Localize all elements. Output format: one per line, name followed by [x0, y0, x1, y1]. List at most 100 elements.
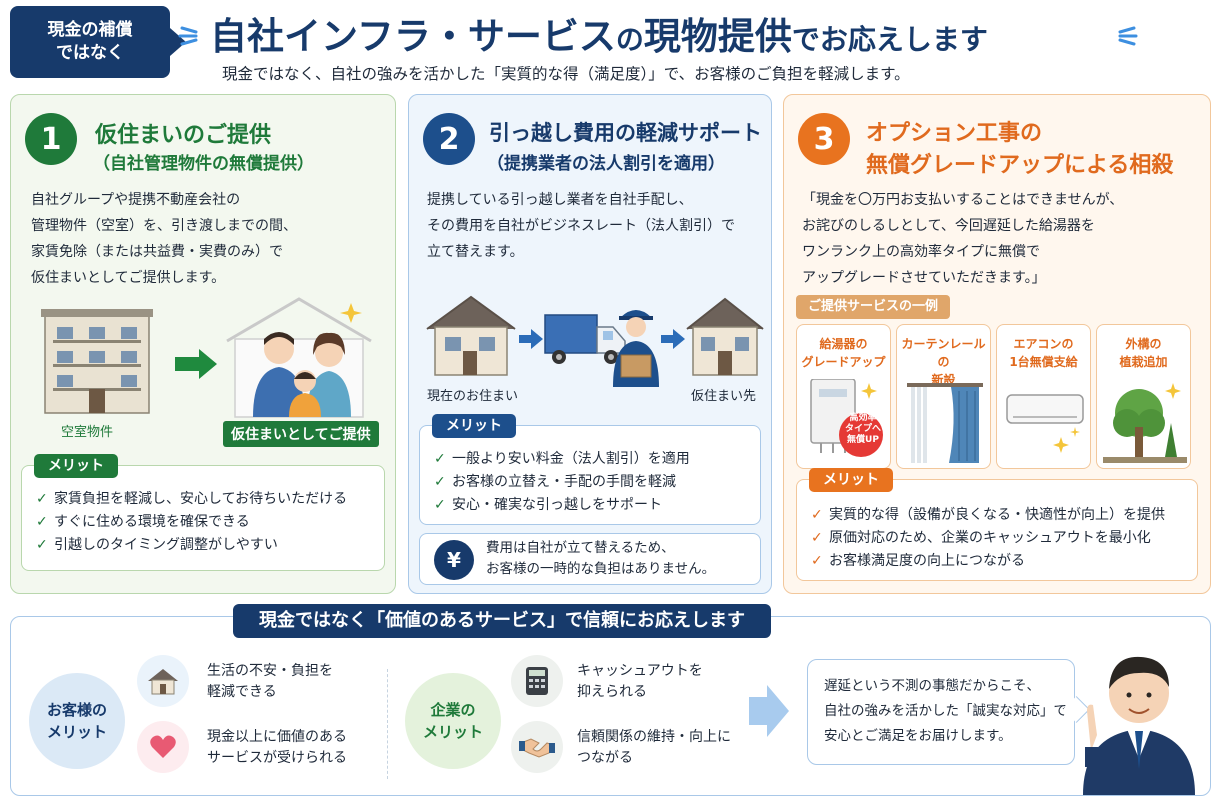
- service-examples-label: ご提供サービスの一例: [796, 295, 951, 319]
- section-subtitle: （自社管理物件の無償提供）: [93, 154, 314, 174]
- service-line2: グレードアップ: [801, 355, 886, 369]
- body-line: 自社グループや提携不動産会社の: [31, 192, 241, 208]
- mover-worker-icon: [613, 310, 659, 387]
- title-part-b: の: [615, 23, 644, 56]
- service-line1: 給湯器の: [819, 337, 868, 351]
- service-title: 外構の植栽追加: [1097, 335, 1190, 371]
- note-box: ¥ 費用は自社が立て替えるため、 お客様の一時的な負担はありません。: [419, 533, 761, 585]
- merit-item: ✓ 原価対応のため、企業のキャッシュアウトを最小化: [811, 527, 1165, 550]
- check-icon: ✓: [434, 474, 446, 490]
- body-line: アップグレードさせていただきます。」: [802, 270, 1046, 286]
- title-part-d: でお応えします: [791, 23, 988, 56]
- current-home-icon: [426, 295, 516, 376]
- accent-lines-icon: [178, 26, 198, 46]
- badge-line1: 現金の補償: [47, 20, 133, 41]
- section-number: 3: [798, 113, 850, 165]
- businessman-icon: [1083, 656, 1195, 795]
- service-card-curtain-rail: カーテンレールの新設: [896, 324, 991, 469]
- service-line1: カーテンレールの: [901, 337, 986, 369]
- badge-line: タイプへ: [844, 424, 881, 434]
- check-icon: ✓: [811, 553, 823, 569]
- badge-line: 高効率: [849, 413, 877, 423]
- section-body: 「現金を〇万円お支払いすることはできませんが、 お詫びのしるしとして、今回遅延し…: [802, 187, 1123, 291]
- summary-panel: 現金ではなく「価値のあるサービス」で信頼にお応えします お客様の メリット 生活…: [10, 604, 1211, 796]
- merit-list: ✓ 一般より安い料金（法人割引）を適用 ✓ お客様の立替え・手配の手間を軽減 ✓安心…: [434, 448, 690, 517]
- benefit-line: 現金以上に価値のある: [207, 729, 347, 745]
- section-subtitle: （提携業者の法人割引を適用）: [487, 154, 725, 174]
- speech-line: 安心とご満足をお届けします。: [824, 728, 1012, 744]
- check-icon: ✓: [434, 451, 446, 467]
- house-icon: [137, 655, 189, 707]
- merit-text: 原価対応のため、企業のキャッシュアウトを最小化: [829, 530, 1151, 546]
- body-line: 提携している引っ越し業者を自社手配し、: [427, 192, 693, 208]
- service-line1: 外構の: [1125, 337, 1162, 351]
- circle-line1: 企業の: [430, 701, 476, 719]
- summary-banner: 現金ではなく「価値のあるサービス」で信頼にお応えします: [233, 604, 771, 638]
- merit-text: 実質的な得（設備が良くなる・快適性が向上）を提供: [829, 507, 1165, 523]
- section-temporary-housing: 1 仮住まいのご提供 （自社管理物件の無償提供） 自社グループや提携不動産会社の…: [10, 94, 396, 594]
- merit-box: メリット ✓家賃負担を軽減し、安心してお待ちいただける ✓ すぐに住める環境を確保…: [21, 454, 385, 571]
- apartment-building-icon: [41, 309, 153, 414]
- body-line: 「現金を〇万円お支払いすることはできませんが、: [802, 192, 1124, 208]
- section-moving-support: 2 引っ越し費用の軽減サポート （提携業者の法人割引を適用） 提携している引っ越…: [408, 94, 772, 594]
- tree-icon: [1103, 383, 1187, 463]
- caption-temporary-home: 仮住まい先: [691, 389, 757, 404]
- merit-tag: メリット: [432, 414, 516, 438]
- merit-item: ✓ 実質的な得（設備が良くなる・快適性が向上）を提供: [811, 504, 1165, 527]
- speech-text: 遅延という不測の事態だからこそ、 自社の強みを活かした「誠実な対応」で、 安心と…: [824, 674, 1080, 749]
- merit-list: ✓家賃負担を軽減し、安心してお待ちいただける ✓ すぐに住める環境を確保できる ✓…: [36, 488, 347, 557]
- page-subtitle: 現金ではなく、自社の強みを活かした「実質的な得（満足度）」で、お客様のご負担を軽…: [222, 65, 910, 83]
- divider: [387, 669, 388, 779]
- title-part-c: 現物提供: [643, 15, 792, 58]
- caption-vacant: 空室物件: [61, 425, 114, 440]
- section-body: 自社グループや提携不動産会社の 管理物件（空室）を、引き渡しまでの間、 家賃免除…: [31, 187, 297, 291]
- merit-item: ✓安心・確実な引っ越しをサポート: [434, 494, 690, 517]
- check-icon: ✓: [36, 537, 48, 553]
- section-title: 引っ越し費用の軽減サポート: [489, 121, 762, 145]
- caption-offered-housing: 仮住まいとしてご提供: [223, 421, 379, 447]
- badge-line2: ではなく: [56, 43, 124, 63]
- note-text: 費用は自社が立て替えるため、 お客様の一時的な負担はありません。: [486, 538, 715, 580]
- merit-text: お客様満足度の向上につながる: [829, 553, 1025, 569]
- heart-icon: [137, 721, 189, 773]
- section-body: 提携している引っ越し業者を自社手配し、 その費用を自社がビジネスレート（法人割引…: [427, 187, 735, 265]
- merit-text: 引越しのタイミング調整がしやすい: [54, 537, 278, 553]
- merit-item: ✓家賃負担を軽減し、安心してお待ちいただける: [36, 488, 347, 511]
- service-line1: エアコンの: [1013, 337, 1074, 351]
- check-icon: ✓: [811, 507, 823, 523]
- moving-truck-icon: [544, 314, 626, 364]
- title-part-a: 自社インフラ・サービス: [210, 15, 616, 58]
- merit-list: ✓ 実質的な得（設備が良くなる・快適性が向上）を提供 ✓ 原価対応のため、企業のキャ…: [811, 504, 1165, 573]
- water-heater-icon: [810, 379, 883, 457]
- circle-line1: お客様の: [46, 701, 107, 719]
- section-number: 1: [25, 113, 77, 165]
- benefit-line: 生活の不安・負担を: [207, 663, 333, 679]
- merit-tag: メリット: [34, 454, 118, 478]
- benefit-line: 抑えられる: [577, 684, 647, 700]
- air-conditioner-icon: [1006, 394, 1084, 453]
- section-title-line2: 無償グレードアップによる相殺: [866, 153, 1174, 178]
- merit-text: すぐに住める環境を確保できる: [54, 514, 250, 530]
- check-icon: ✓: [811, 530, 823, 546]
- section-option-upgrade: 3 オプション工事の 無償グレードアップによる相殺 「現金を〇万円お支払いするこ…: [783, 94, 1211, 594]
- efficiency-badge: 高効率 タイプへ 無償UP: [841, 413, 885, 446]
- section-number: 2: [423, 113, 475, 165]
- service-card-water-heater: 給湯器のグレードアップ 高効率 タイプへ 無償UP: [796, 324, 891, 469]
- arrow-right-icon: [749, 685, 789, 737]
- check-icon: ✓: [36, 491, 48, 507]
- merit-text: 一般より安い料金（法人割引）を適用: [452, 451, 690, 467]
- note-line: 費用は自社が立て替えるため、: [486, 540, 675, 556]
- speech-line: 遅延という不測の事態だからこそ、: [824, 678, 1040, 694]
- merit-item: ✓ お客様の立替え・手配の手間を軽減: [434, 471, 690, 494]
- body-line: ワンランク上の高効率タイプに無償で: [802, 244, 1040, 260]
- benefit-line: 信頼関係の維持・向上に: [577, 729, 731, 745]
- merit-text: お客様の立替え・手配の手間を軽減: [452, 474, 676, 490]
- section-title-line1: オプション工事の: [866, 121, 1043, 146]
- body-line: その費用を自社がビジネスレート（法人割引）で: [427, 218, 735, 234]
- curtain-icon: [907, 383, 983, 463]
- merit-item: ✓ 引越しのタイミング調整がしやすい: [36, 534, 347, 557]
- body-line: 仮住まいとしてご提供します。: [31, 270, 226, 286]
- temporary-home-icon: [686, 297, 764, 376]
- circle-line2: メリット: [46, 723, 107, 741]
